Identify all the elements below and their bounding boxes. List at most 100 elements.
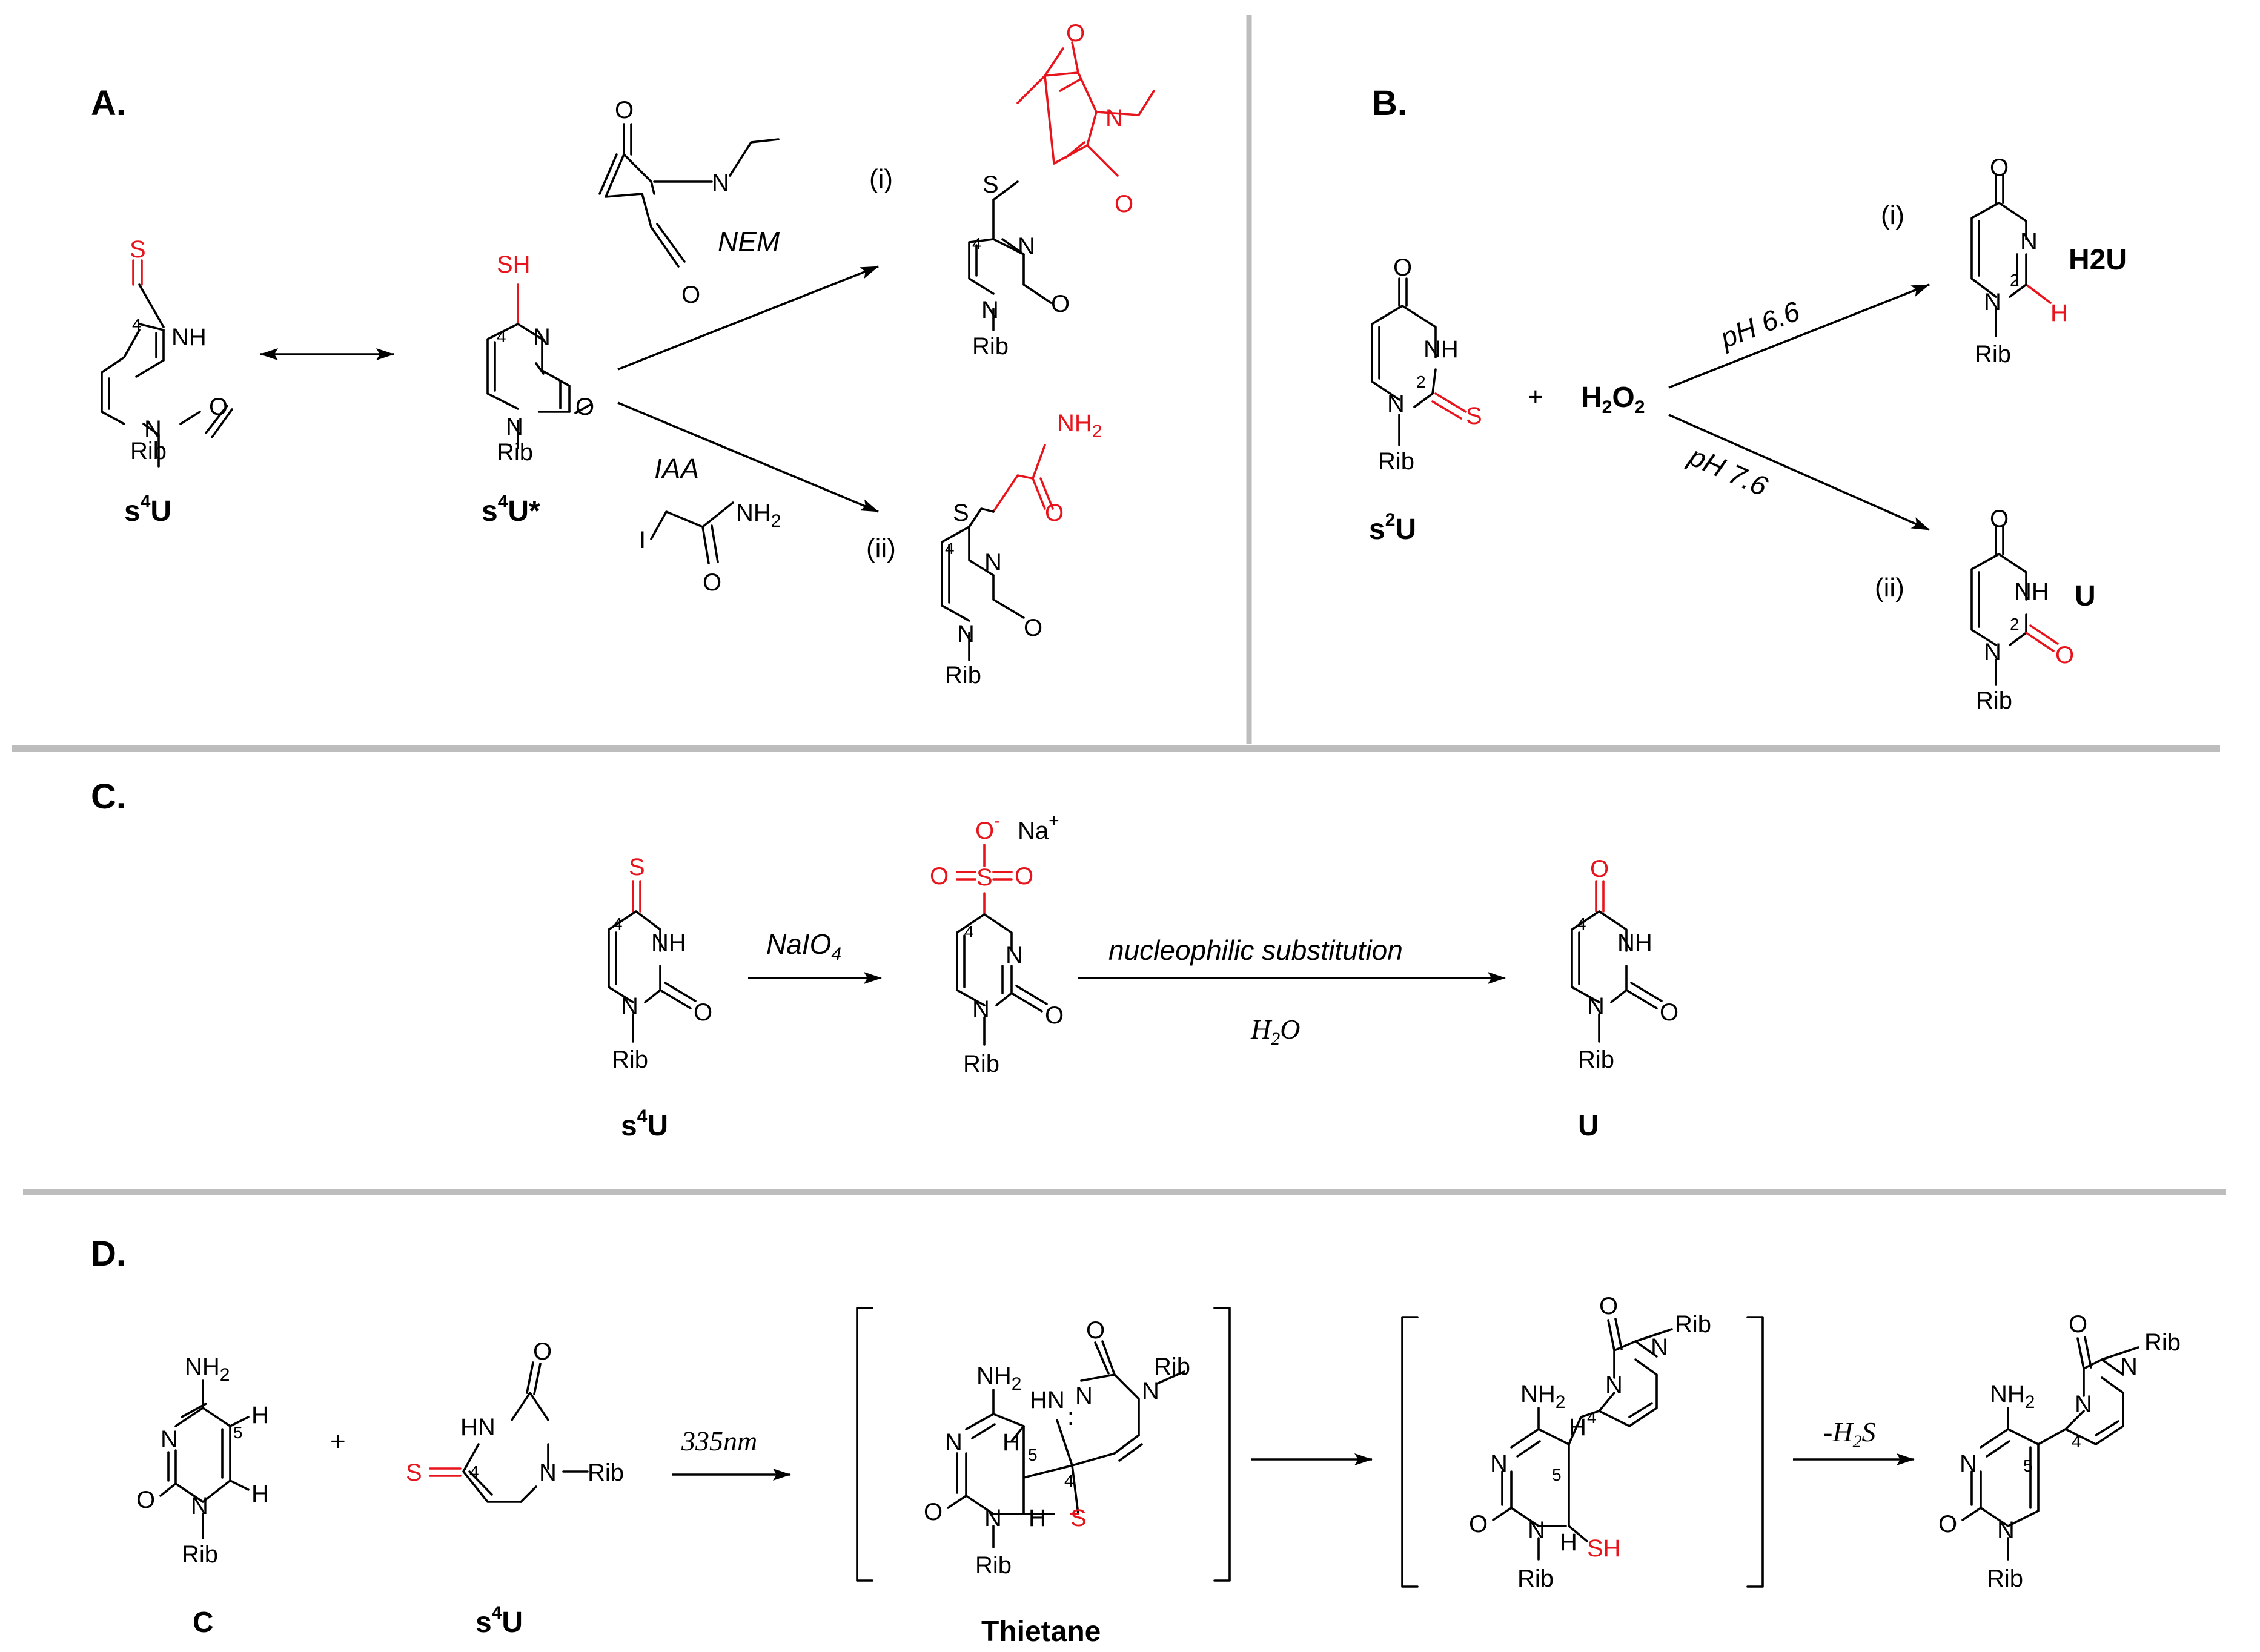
molecule-s4u-thione: S 4 NH O N Rib s4U — [101, 236, 233, 527]
bracket-left-2 — [1401, 1316, 1419, 1588]
atom-o: O — [2055, 642, 2074, 669]
reagent-iaa-structure: I NH2 O IAA — [639, 453, 781, 596]
atom-n: N — [984, 549, 1002, 576]
atom-n: N — [144, 416, 162, 443]
atom-sh: SH — [497, 251, 531, 278]
atom-o: O — [2069, 1311, 2087, 1338]
atom-n: N — [1984, 289, 2001, 316]
atom-n: N — [1960, 1450, 1977, 1477]
locant-4: 4 — [1577, 914, 1586, 933]
molecule-final-product: NH2 5 4 N O N Rib N O N Rib — [1938, 1311, 2181, 1592]
atom-o: O — [1990, 154, 2009, 181]
panel-label-d: D. — [91, 1234, 126, 1274]
locant-4: 4 — [945, 539, 955, 558]
product-label-u-c: U — [1578, 1110, 1599, 1142]
reagent-naio4: NaIO4 — [766, 928, 841, 964]
atom-nh: NH — [2014, 578, 2049, 605]
atom-n: N — [981, 297, 999, 323]
atom-n: N — [621, 993, 638, 1020]
atom-n: N — [2120, 1353, 2138, 1380]
atom-s: S — [406, 1459, 422, 1486]
locant-4: 4 — [972, 234, 982, 253]
atom-rib: Rib — [1987, 1565, 2023, 1592]
atom-o: O — [1045, 500, 1064, 526]
locant-4: 4 — [1064, 1472, 1074, 1490]
atom-rib: Rib — [2144, 1329, 2181, 1356]
atom-n: N — [1490, 1450, 1508, 1477]
atom-h: H — [2050, 300, 2068, 326]
step-nucleophilic-substitution: nucleophilic substitution — [1108, 934, 1403, 966]
atom-rib: Rib — [972, 333, 1009, 360]
atom-h: H — [251, 1402, 269, 1429]
locant-5: 5 — [2023, 1456, 2033, 1475]
atom-s: S — [983, 171, 999, 198]
bracket-left-1 — [856, 1307, 873, 1582]
atom-h: H — [1029, 1505, 1046, 1531]
molecule-uridine-b: O NH 2 O N Rib U (ii) — [1875, 506, 2096, 714]
atom-n: N — [1142, 1378, 1159, 1404]
locant-5: 5 — [1552, 1465, 1562, 1484]
atom-nh2: NH2 — [1520, 1381, 1565, 1412]
atom-n: N — [539, 1459, 557, 1486]
atom-n: N — [1605, 1372, 1623, 1398]
atom-n: N — [984, 1505, 1002, 1531]
atom-o: O — [694, 999, 712, 1026]
atom-o: O — [575, 394, 594, 420]
atom-o: O — [924, 1499, 943, 1525]
solvent-h2o: H2O — [1250, 1014, 1300, 1049]
atom-o: O — [1051, 291, 1070, 317]
atom-o: O — [1660, 999, 1678, 1026]
locant-4: 4 — [613, 914, 623, 933]
atom-rib: Rib — [497, 439, 533, 466]
atom-o: O — [930, 863, 949, 890]
light-335nm: 335nm — [681, 1426, 757, 1456]
atom-h: H — [251, 1481, 269, 1507]
arrow-b-to-i — [1668, 283, 1930, 389]
reagent-iaa: IAA — [654, 453, 699, 484]
atom-sh: SH — [1587, 1535, 1621, 1562]
atom-o: O — [1393, 254, 1412, 281]
atom-o: O — [1599, 1293, 1618, 1320]
molecule-product-iaa-adduct: S 4 N O N Rib NH2 O (ii) — [866, 410, 1102, 689]
atom-nh2: NH2 — [185, 1353, 230, 1385]
atom-n: N — [161, 1426, 178, 1453]
atom-n: N — [1587, 993, 1605, 1020]
compound-label-s4u-c: s4U — [621, 1106, 668, 1142]
atom-rib: Rib — [1975, 341, 2011, 368]
atom-nh2: NH2 — [1057, 410, 1102, 441]
atom-o: O — [1990, 506, 2009, 532]
atom-o: O — [1469, 1511, 1488, 1538]
atom-rib: Rib — [1578, 1046, 1614, 1073]
counterion-na: Na+ — [1018, 811, 1059, 844]
atom-n: N — [712, 170, 729, 196]
atom-n: N — [945, 1429, 963, 1456]
panel-label-b: B. — [1372, 84, 1407, 123]
atom-s: S — [629, 854, 645, 881]
locant-2: 2 — [2010, 615, 2020, 633]
atom-s: S — [953, 500, 969, 526]
atom-rib: Rib — [1154, 1353, 1190, 1380]
molecule-uridine-c: O 4 NH O N Rib U — [1571, 856, 1678, 1142]
reagent-nem-structure: O N O NEM — [598, 97, 780, 308]
atom-n: N — [2020, 228, 2038, 255]
atom-nh: NH — [651, 930, 686, 956]
atom-n: N — [957, 621, 975, 647]
product-tag-i: (i) — [869, 164, 893, 194]
atom-h: H — [1569, 1414, 1586, 1441]
product-tag-ii: (ii) — [866, 534, 896, 563]
molecule-s4u-c: S 4 NH O N Rib s4U — [608, 854, 712, 1142]
atom-nh2: NH2 — [1990, 1381, 2035, 1412]
locant-4: 4 — [469, 1462, 479, 1481]
atom-nh: NH — [171, 324, 207, 351]
compound-label-s4u-star: s4U* — [482, 492, 540, 527]
product-label-h2u: H2U — [2069, 244, 2127, 276]
molecule-open-intermediate: NH2 H 5 4 N O N Rib N O N H SH Rib — [1469, 1293, 1711, 1592]
compound-label-s4u: s4U — [124, 492, 171, 527]
condition-ph-76: pH 7.6 — [1683, 440, 1772, 503]
product-label-u-b: U — [2075, 580, 2096, 612]
locant-4: 4 — [497, 327, 506, 346]
molecule-product-nem-adduct: S 4 N O N Rib O N O (i) — [869, 20, 1155, 360]
atom-rib: Rib — [588, 1459, 624, 1486]
atom-o: O — [1066, 20, 1085, 47]
compound-label-c: C — [193, 1607, 214, 1639]
